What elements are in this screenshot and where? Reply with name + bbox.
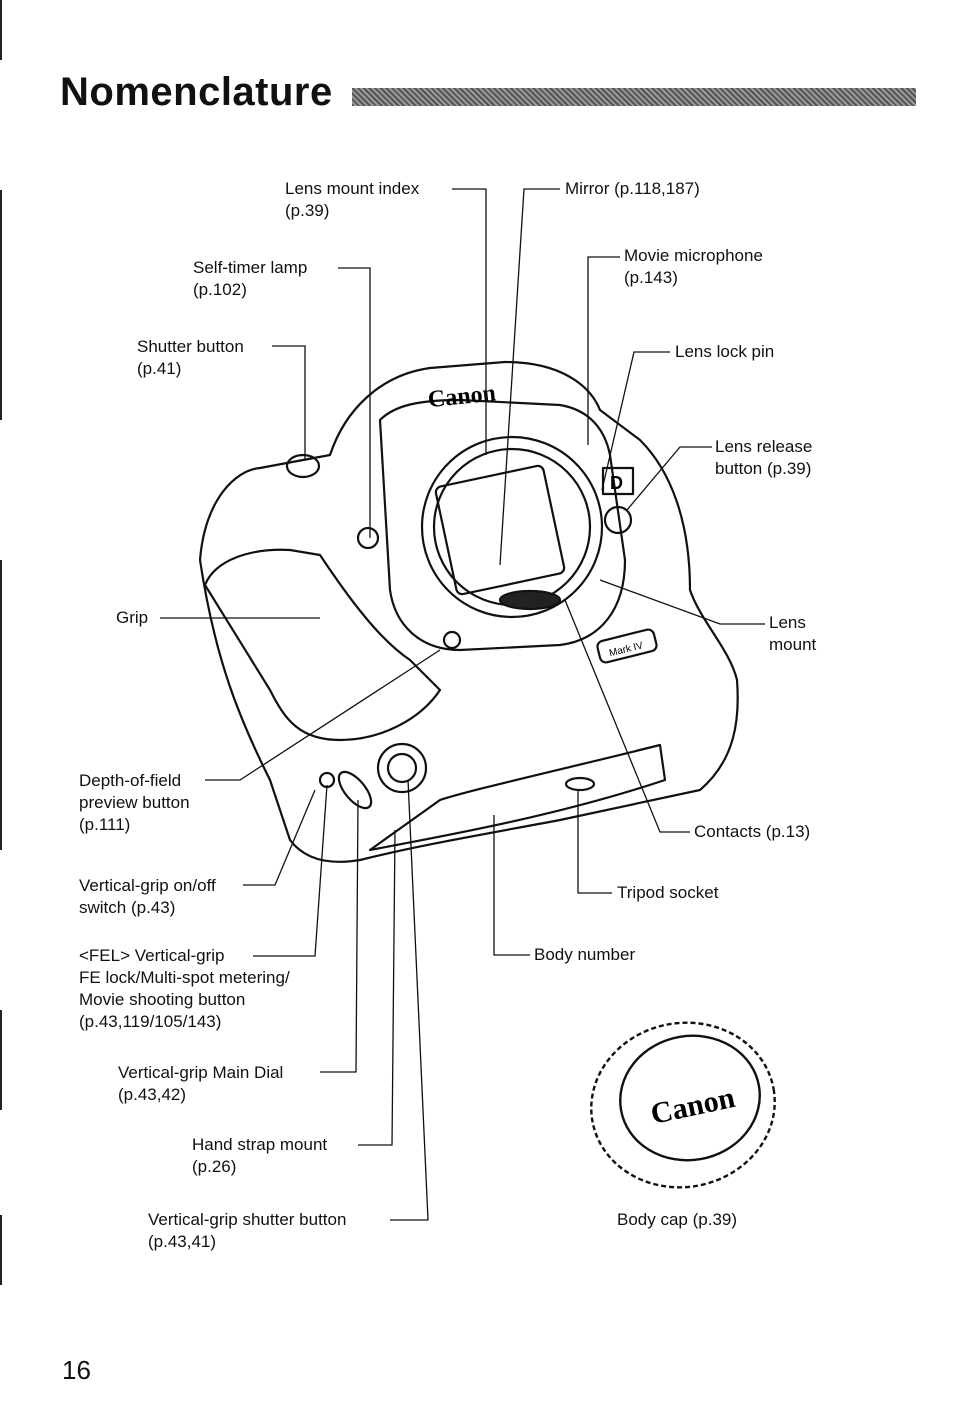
label-vertical-grip-switch: Vertical-grip on/off switch (p.43)	[79, 876, 216, 917]
leader-hand-strap	[358, 829, 396, 1146]
vgrip-dial-shape	[337, 770, 373, 810]
leader-tripod	[577, 790, 612, 894]
shutter-shape	[285, 453, 321, 479]
label-body-number: Body number	[534, 945, 636, 964]
vgrip-shutter-shape	[376, 742, 428, 794]
lens-mount-ring	[420, 435, 604, 619]
leader-main-dial	[320, 799, 359, 1073]
grip-outline	[203, 548, 442, 742]
cap-logo: Canon	[648, 1081, 738, 1131]
label-lens-lock-pin: Lens lock pin	[675, 342, 775, 361]
label-hand-strap-mount: Hand strap mount (p.26)	[192, 1135, 328, 1176]
label-self-timer-lamp: Self-timer lamp (p.102)	[193, 258, 308, 299]
page-edge-mark	[0, 1215, 2, 1285]
leader-lens-mount	[599, 579, 765, 625]
leader-movie-mic	[587, 256, 620, 445]
label-vertical-grip-main-dial: Vertical-grip Main Dial (p.43,42)	[118, 1063, 284, 1104]
label-depth-of-field: Depth-of-field preview button (p.111)	[79, 771, 190, 834]
self-timer-shape	[356, 526, 380, 550]
leader-lens-lock	[601, 351, 670, 491]
model-badge-frame	[596, 628, 658, 664]
leader-shutter	[272, 345, 306, 460]
body-cap-inner	[619, 1034, 761, 1162]
leader-body-number	[493, 815, 530, 956]
mirror-shape	[434, 464, 566, 596]
fel-button-shape	[318, 771, 336, 789]
leader-depth-of-field	[205, 649, 441, 781]
page-edge-mark	[0, 560, 2, 850]
label-lens-mount: Lens mount	[769, 613, 817, 654]
label-vertical-grip-shutter: Vertical-grip shutter button (p.43,41)	[148, 1210, 347, 1251]
label-shutter-button: Shutter button (p.41)	[137, 337, 244, 378]
body-cap-outer	[590, 1021, 776, 1189]
dof-button-shape	[442, 630, 462, 650]
leader-lens-mount-index	[452, 188, 487, 455]
label-lens-release-button: Lens release button (p.39)	[715, 437, 813, 478]
leader-fel	[253, 784, 328, 957]
page-edge-mark	[0, 190, 2, 420]
leader-mirror	[499, 188, 560, 566]
leader-lens-release	[626, 446, 712, 511]
label-body-cap: Body cap (p.39)	[617, 1210, 738, 1229]
page-edge-mark	[0, 0, 2, 60]
leader-self-timer	[338, 267, 371, 538]
camera-body-outline	[198, 360, 739, 863]
label-lens-mount-index: Lens mount index (p.39)	[285, 179, 420, 220]
front-plate	[378, 398, 627, 652]
page-edge-mark	[0, 1010, 2, 1110]
label-movie-microphone: Movie microphone (p.143)	[624, 246, 763, 287]
d-badge: D	[610, 473, 623, 493]
contacts-shape	[498, 589, 562, 611]
tripod-socket-shape	[564, 776, 596, 792]
page-title: Nomenclature	[60, 70, 333, 114]
page-number: 16	[62, 1355, 91, 1385]
bottom-plate	[368, 743, 667, 852]
title-rule	[352, 88, 916, 106]
label-tripod-socket: Tripod socket	[617, 883, 719, 902]
lens-mount-inner	[432, 447, 592, 607]
label-grip: Grip	[116, 608, 149, 627]
label-fel-button: <FEL> Vertical-grip FE lock/Multi-spot m…	[79, 946, 290, 1031]
vgrip-shutter-inner	[386, 752, 418, 784]
lens-release-shape	[603, 505, 633, 535]
leader-contacts	[564, 599, 690, 833]
label-contacts: Contacts (p.13)	[694, 822, 811, 841]
d-badge-frame	[601, 466, 635, 496]
label-mirror: Mirror (p.118,187)	[565, 179, 700, 198]
leader-vgrip-shutter	[390, 779, 429, 1221]
leader-vgrip-switch	[243, 789, 316, 886]
